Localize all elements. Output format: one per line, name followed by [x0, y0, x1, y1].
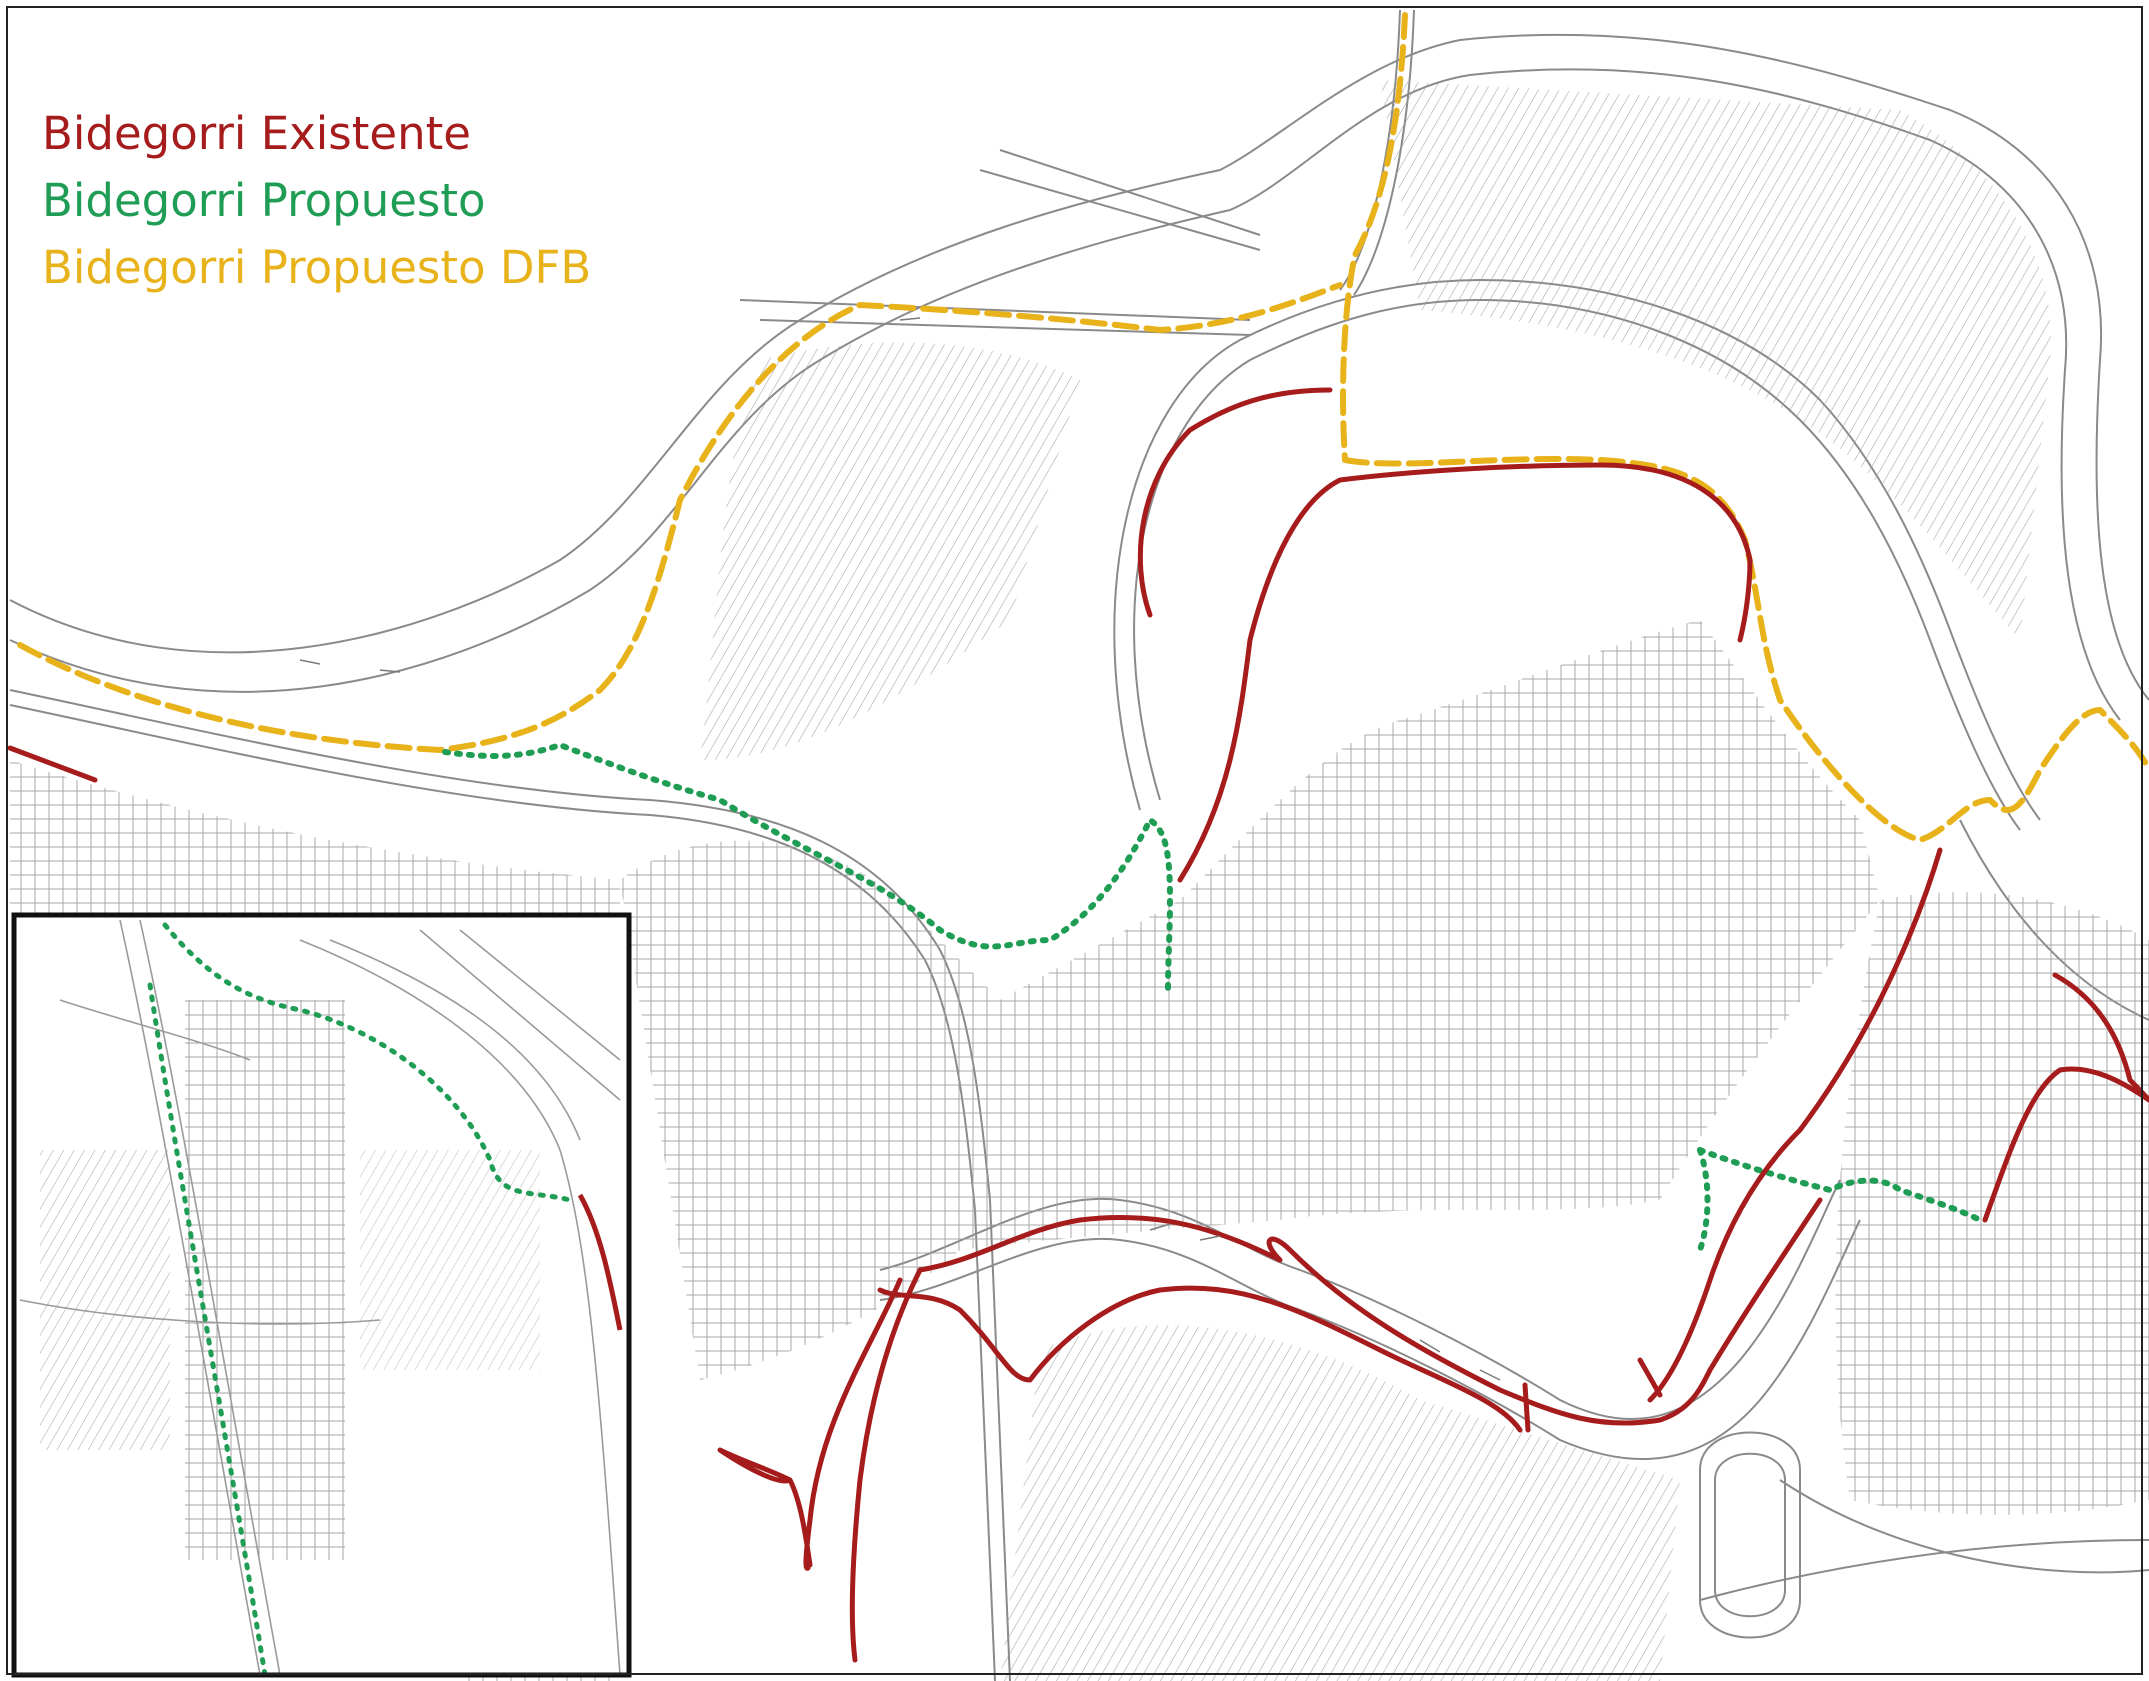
river-bank-north-outer — [9, 33, 2149, 701]
inset-route-proposed-vertical — [147, 982, 268, 1678]
urban-area-north — [1380, 80, 2051, 640]
route-dfb-vertical — [1340, 12, 1408, 463]
route-existing-north-b — [1177, 462, 1753, 883]
route-existing-southwest-c — [717, 1447, 813, 1568]
road-southeast — [1779, 1479, 2149, 1574]
route-proposed-east — [1697, 1147, 1983, 1223]
route-existing-south-bank — [877, 1285, 1523, 1433]
route-existing-south-link — [1522, 1382, 1531, 1433]
routes-existing — [7, 387, 2149, 1663]
inset-map — [11, 912, 632, 1678]
route-existing-west-stub — [7, 745, 98, 783]
route-existing-north-a — [1137, 387, 1333, 618]
route-proposed-west — [442, 741, 1174, 993]
inset-urban-block-b — [40, 1150, 170, 1450]
route-existing-central-east — [1647, 847, 1943, 1403]
legend-item-existing: Bidegorri Existente — [42, 107, 471, 160]
inset-border — [11, 912, 632, 1678]
route-existing-east-a — [1982, 972, 2149, 1223]
road-southeast-b — [1699, 1539, 2149, 1601]
route-existing-southwest-a — [849, 1267, 923, 1663]
route-dfb-loop-east — [1342, 455, 2149, 844]
urban-area-centre — [620, 620, 1880, 1380]
route-existing-south-river — [917, 1197, 1823, 1426]
route-existing-south-link-b — [1637, 1357, 1663, 1398]
legend-item-proposed: Bidegorri Propuesto — [42, 174, 486, 227]
route-existing-southwest-b — [803, 1277, 903, 1571]
track-oval — [1699, 1431, 1801, 1639]
route-proposed-east-spur — [1697, 1147, 1711, 1253]
legend-item-proposed-dfb: Bidegorri Propuesto DFB — [42, 241, 592, 294]
rail-yard — [739, 149, 1261, 336]
routes-proposed — [442, 741, 1983, 1253]
inset-urban-block — [185, 1000, 345, 1560]
industrial-area — [700, 342, 1080, 760]
inset-route-existing — [577, 1193, 623, 1331]
inset-route-proposed-diagonal — [162, 922, 573, 1203]
track-oval-inner — [1714, 1452, 1786, 1618]
river-bank-north-inner — [9, 68, 2121, 721]
routes-proposed-dfb — [17, 12, 2149, 844]
river-bank-south-b — [879, 1219, 1861, 1460]
inset-urban-block-c — [360, 1150, 540, 1370]
route-dfb-riverside — [17, 282, 1343, 754]
river-accents — [299, 317, 1501, 1381]
legend: Bidegorri Existente Bidegorri Propuesto … — [42, 100, 591, 301]
road-vertical-b — [1353, 9, 1415, 296]
urban-area-south — [1000, 1325, 1680, 1681]
